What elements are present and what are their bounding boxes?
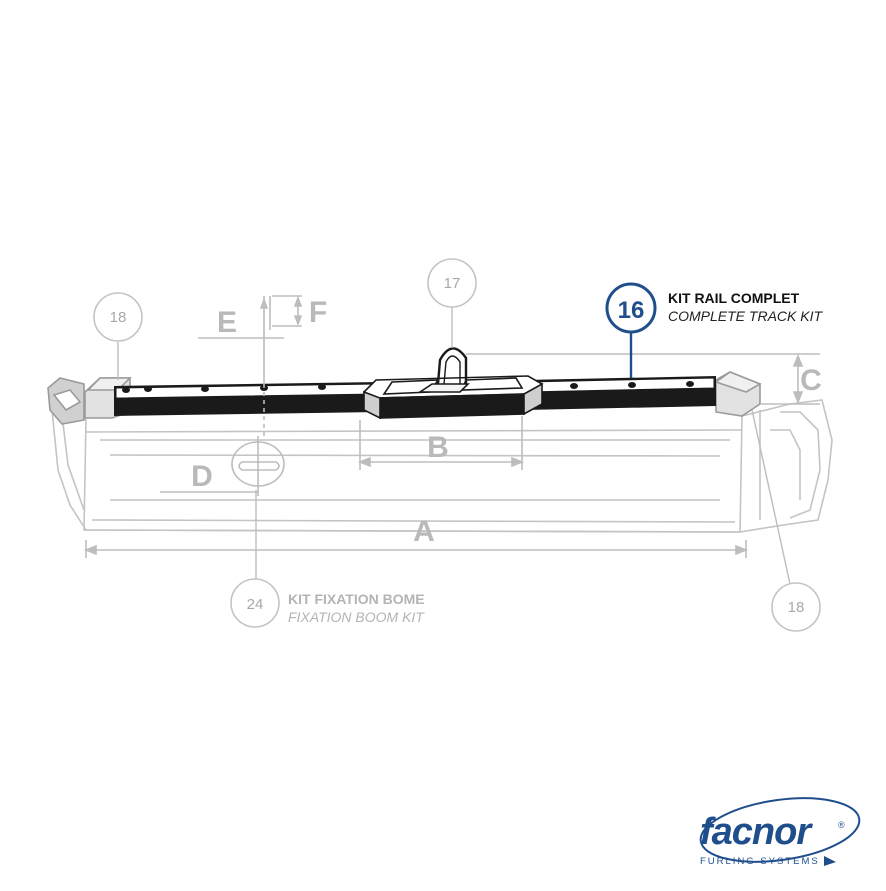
- dimension-e-label: E: [217, 306, 237, 339]
- callout-18-left: 18: [93, 292, 143, 380]
- facnor-tagline: FURLING SYSTEMS: [700, 856, 820, 867]
- callout-18-left-number: 18: [110, 309, 127, 326]
- callout-17-number: 17: [444, 275, 461, 292]
- track-rail: [114, 376, 716, 416]
- callout-24-subtitle: FIXATION BOOM KIT: [288, 609, 425, 625]
- callout-16-subtitle: COMPLETE TRACK KIT: [668, 308, 823, 324]
- callout-18-right: 18: [751, 409, 821, 632]
- callout-24: 24: [230, 490, 280, 628]
- dimension-c-label: C: [800, 364, 822, 397]
- facnor-registered-mark: ®: [838, 820, 845, 830]
- callout-16-number: 16: [618, 297, 645, 324]
- slider-car: [362, 347, 544, 420]
- right-end-bracket: [714, 371, 762, 417]
- dimension-d: [160, 436, 285, 496]
- dimension-f-label: F: [309, 296, 327, 329]
- dimension-b: [357, 416, 525, 470]
- dimension-d-label: D: [191, 460, 213, 493]
- dimension-e-f: [198, 295, 303, 440]
- dimension-a: [83, 540, 749, 558]
- callout-18-right-number: 18: [788, 599, 805, 616]
- facnor-wordmark: facnor: [700, 811, 813, 853]
- boom-body: [51, 379, 833, 533]
- dimension-b-label: B: [427, 431, 449, 464]
- callout-24-number: 24: [247, 596, 264, 613]
- callout-17: 17: [427, 258, 477, 348]
- dimension-c: [466, 353, 820, 405]
- callout-16-title: KIT RAIL COMPLET: [668, 290, 800, 306]
- facnor-logo: facnor ® FURLING SYSTEMS: [699, 797, 861, 867]
- dimension-a-label: A: [413, 515, 435, 548]
- callout-24-title: KIT FIXATION BOME: [288, 591, 425, 607]
- callout-16: 16: [605, 282, 657, 378]
